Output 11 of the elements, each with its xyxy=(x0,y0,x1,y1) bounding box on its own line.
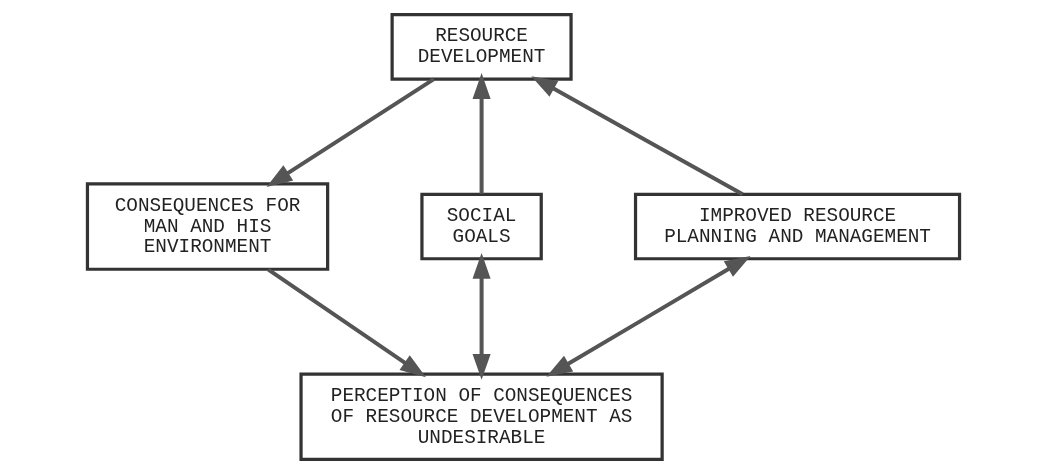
arrow xyxy=(267,267,426,378)
node-box: RESOURCE DEVELOPMENT xyxy=(390,12,573,81)
node-box: SOCIAL GOALS xyxy=(420,192,543,261)
arrow xyxy=(546,255,751,377)
arrow xyxy=(266,77,435,187)
arrow xyxy=(472,73,491,194)
node-box: CONSEQUENCES FOR MAN AND HIS ENVIRONMENT xyxy=(85,182,330,271)
arrow xyxy=(472,252,491,380)
node-box: PERCEPTION OF CONSEQUENCES OF RESOURCE DEVELOPMENT AS UNDESIRABLE xyxy=(299,372,664,462)
node-box: IMPROVED RESOURCE PLANNING AND MANAGEMENT xyxy=(633,192,962,261)
arrow xyxy=(531,76,744,196)
